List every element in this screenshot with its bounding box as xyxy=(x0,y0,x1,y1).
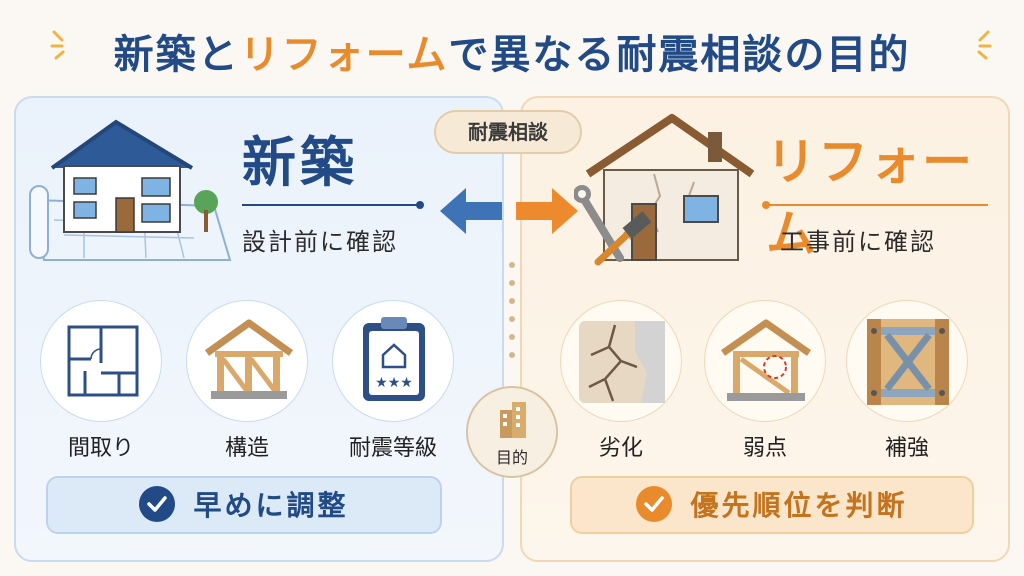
check-circle-icon xyxy=(636,486,673,522)
renovation-subheading: 工事前に確認 xyxy=(780,228,936,256)
deterioration-circle xyxy=(560,300,682,422)
floor-plan-icon xyxy=(65,323,141,403)
new-build-heading: 新築 xyxy=(242,131,358,194)
title-part-2: と xyxy=(197,32,240,78)
purpose-label: 目的 xyxy=(495,448,528,467)
seismic-grade-label: 耐震等級 xyxy=(348,436,437,461)
structure-circle xyxy=(186,300,308,422)
judge-priority-bar: 優先順位を判断 xyxy=(570,476,974,534)
floor-plan-label: 間取り xyxy=(67,436,134,461)
consult-pill: 耐震相談 xyxy=(434,110,582,154)
title-part-3: リフォーム xyxy=(239,32,449,78)
new-build-subheading: 設計前に確認 xyxy=(242,228,398,256)
weak-point-circle xyxy=(704,300,826,422)
adjust-early-bar: 早めに調整 xyxy=(46,476,442,534)
weak-point-label: 弱点 xyxy=(742,436,787,461)
adjust-early-text: 早めに調整 xyxy=(193,489,349,522)
title-part-1: 新築 xyxy=(113,32,198,78)
rating-clipboard-icon: ★★★ xyxy=(359,313,429,407)
check-circle-icon xyxy=(139,486,176,522)
seismic-grade-circle: ★★★ xyxy=(332,300,454,422)
arrow-right-icon xyxy=(516,188,578,238)
new-house-blueprint-icon xyxy=(24,110,236,274)
wood-frame-icon xyxy=(203,319,295,407)
svg-text:★★★: ★★★ xyxy=(375,375,413,391)
title-part-4: で異なる耐震相談の目的 xyxy=(448,32,911,78)
cracked-wall-icon xyxy=(575,317,669,411)
floor-plan-circle xyxy=(40,300,162,422)
reinforcement-circle xyxy=(846,300,968,422)
renovation-heading: リフォーム xyxy=(766,133,974,263)
sparkle-right-icon xyxy=(962,28,992,62)
arrow-left-icon xyxy=(440,188,502,238)
building-icon xyxy=(496,400,530,444)
purpose-circle: 目的 xyxy=(466,386,558,478)
sparkle-left-icon xyxy=(50,28,80,62)
renovation-divider xyxy=(762,201,988,209)
structure-label: 構造 xyxy=(224,436,269,461)
center-dotted-line xyxy=(508,262,516,380)
new-build-divider xyxy=(242,201,424,209)
judge-priority-text: 優先順位を判断 xyxy=(690,489,908,522)
cracked-house-tools-icon xyxy=(573,112,755,276)
weak-point-frame-icon xyxy=(719,319,813,407)
page-title: 新築とリフォームで異なる耐震相談の目的 xyxy=(0,22,1024,80)
brace-reinforcement-icon xyxy=(863,315,953,413)
reinforcement-label: 補強 xyxy=(884,436,929,461)
deterioration-label: 劣化 xyxy=(598,436,643,461)
